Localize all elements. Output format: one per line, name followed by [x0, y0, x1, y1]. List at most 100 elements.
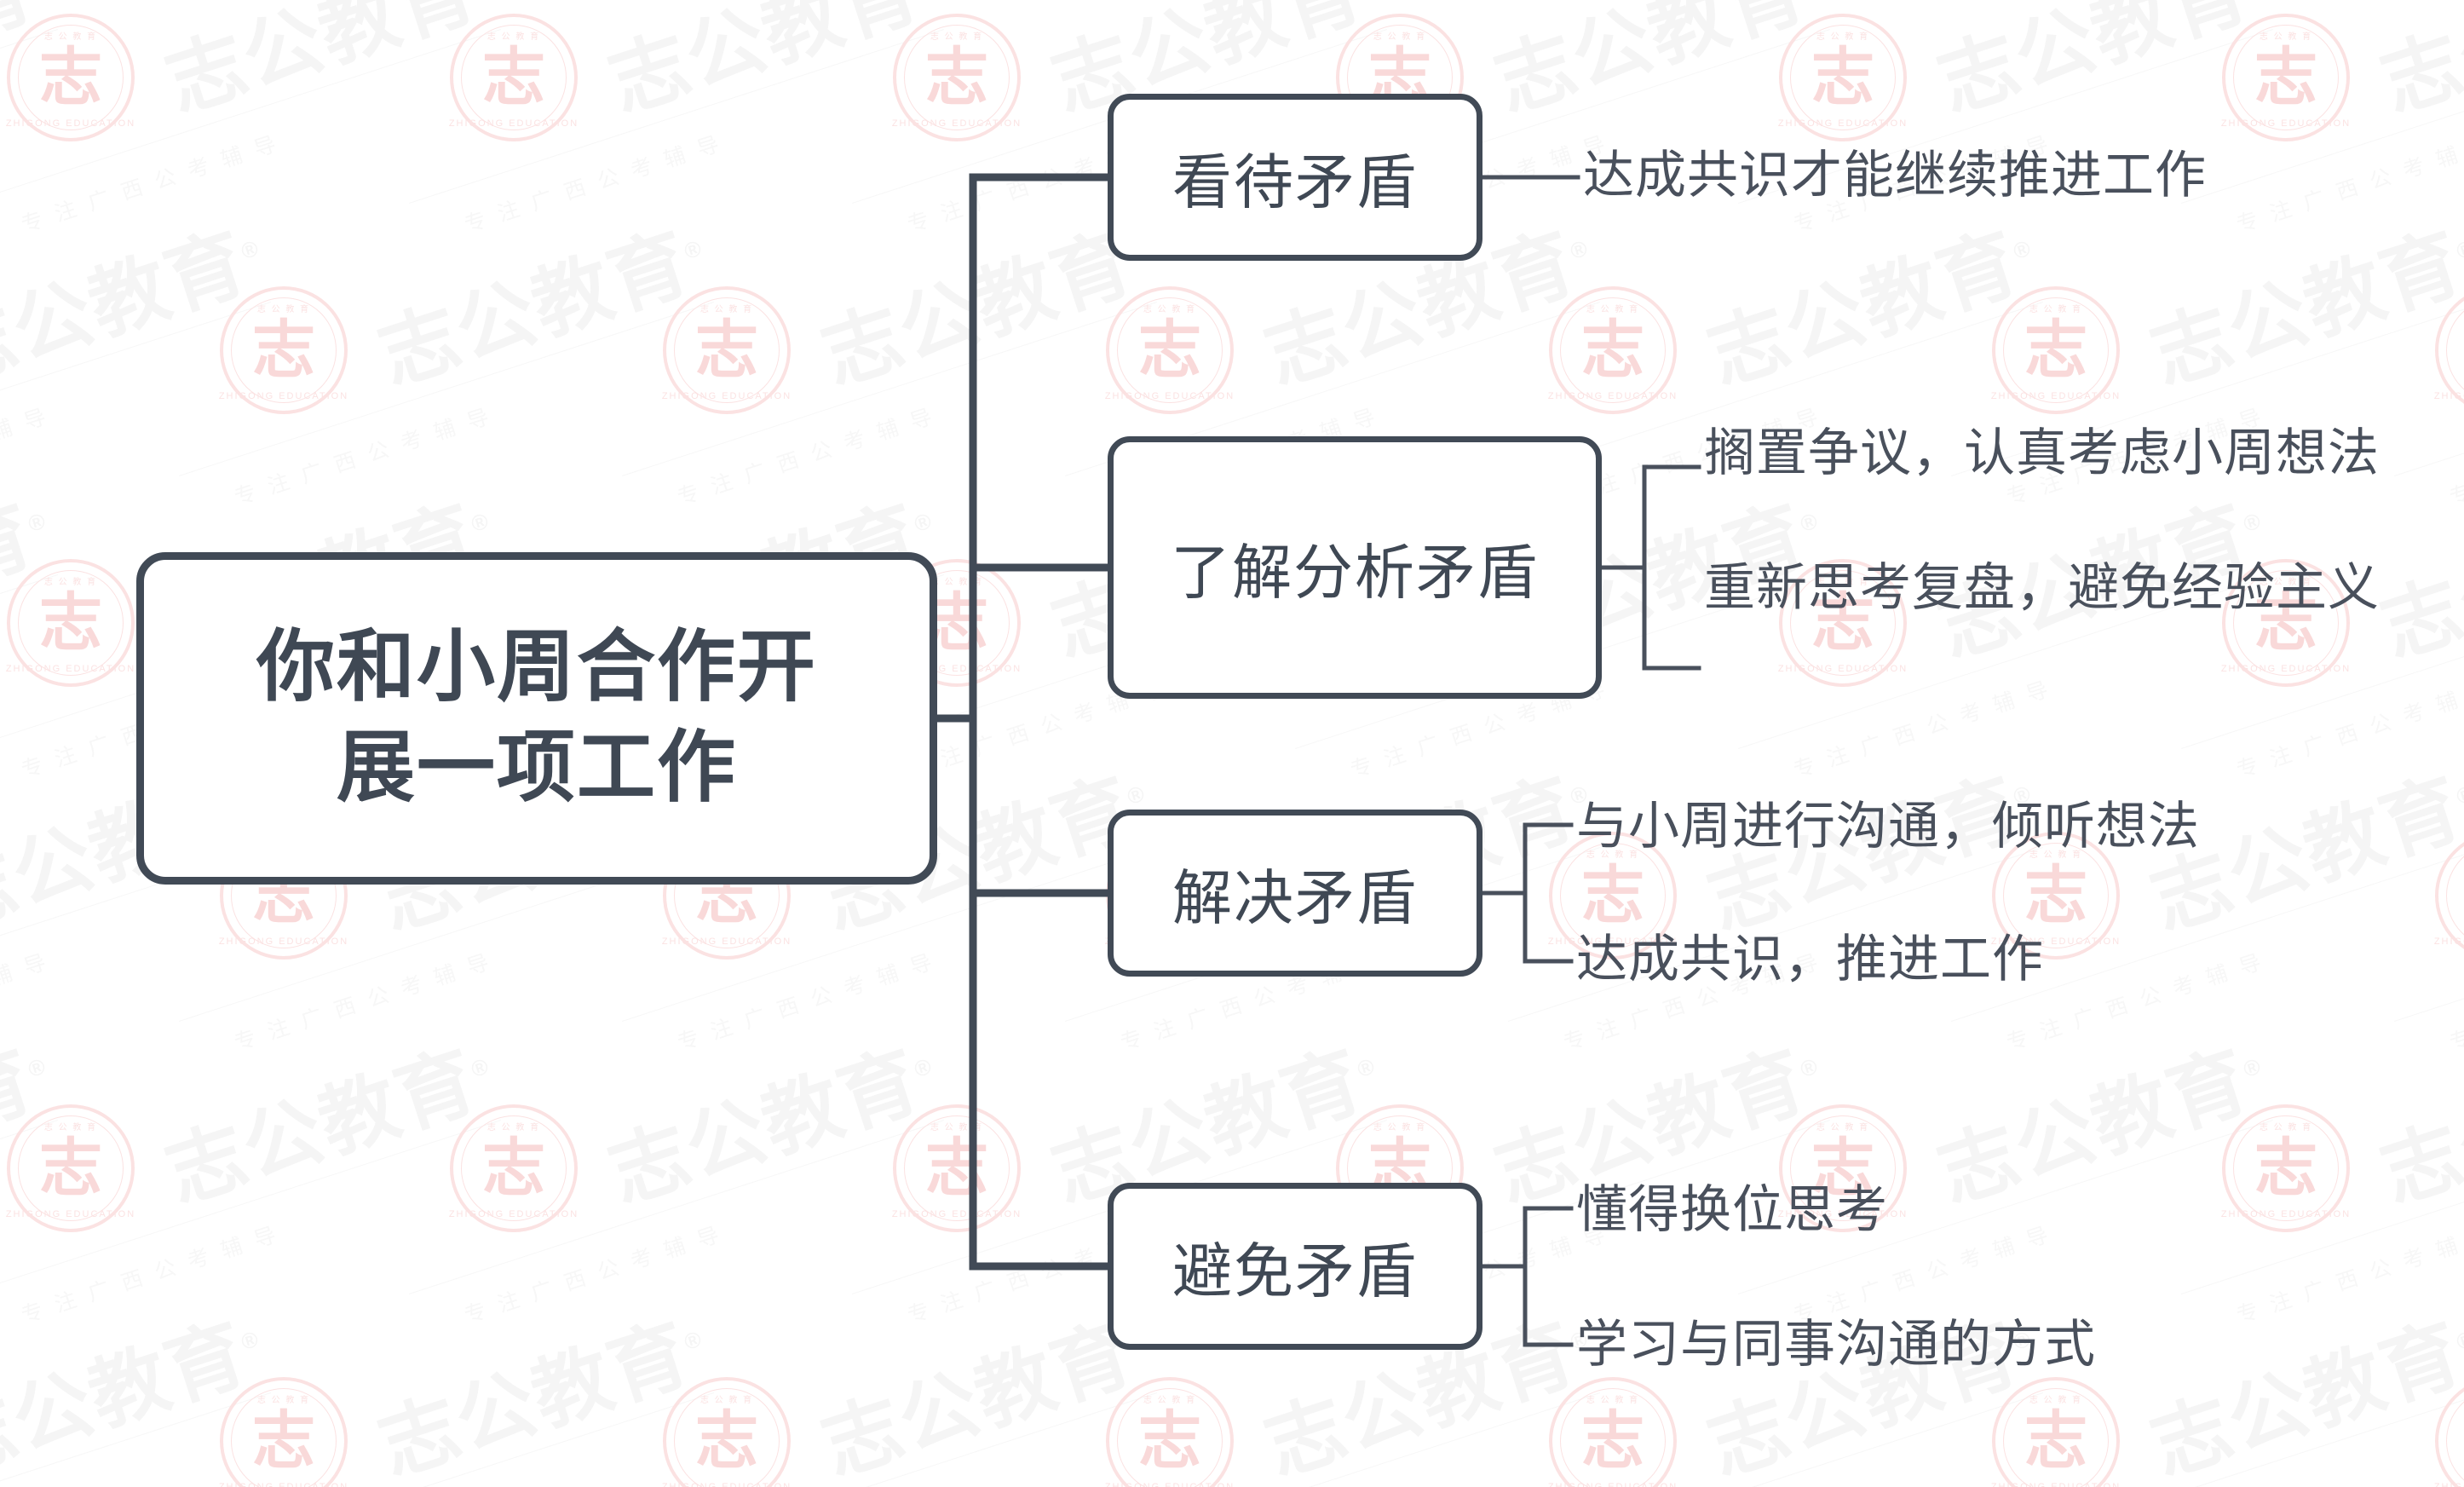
watermark-brand-text: 志公教育® — [1928, 1036, 2265, 1219]
leaf-label-3-1[interactable]: 与小周进行沟通，倾听想法 — [1576, 798, 2200, 855]
root-node[interactable]: 你和小周合作开 展一项工作 — [136, 552, 937, 885]
watermark-seal-arc-bottom: ZHIGONG EDUCATION — [1990, 1482, 2121, 1487]
watermark-seal-arc-top: 志 公 教 育 — [43, 578, 98, 587]
watermark-seal-char: 志 — [2024, 1405, 2087, 1476]
watermark-seal-char: 志 — [482, 1133, 545, 1203]
watermark-rule — [1951, 1392, 2464, 1487]
watermark-seal-arc-bottom: ZHIGONG EDUCATION — [2433, 391, 2464, 401]
watermark-rule — [409, 29, 945, 204]
watermark-rule — [0, 574, 59, 749]
branch-node-4[interactable]: 避免矛盾 — [1108, 1183, 1482, 1350]
watermark-seal-arc-bottom: ZHIGONG EDUCATION — [218, 937, 349, 947]
watermark-tagline: 专注广西公考辅导 — [231, 401, 505, 510]
watermark-seal-arc-top: 志 公 教 育 — [1816, 32, 1870, 42]
watermark-registered-mark: ® — [2240, 507, 2265, 538]
watermark-registered-mark: ® — [2453, 780, 2464, 810]
watermark-registered-mark: ® — [2453, 1325, 2464, 1356]
watermark-seal-arc-top: 志 公 教 育 — [2259, 32, 2313, 42]
watermark-seal-arc-bottom: ZHIGONG EDUCATION — [2433, 1482, 2464, 1487]
watermark-seal-arc-bottom: ZHIGONG EDUCATION — [2220, 664, 2352, 674]
watermark-rule — [179, 1392, 715, 1487]
watermark-seal-arc-top: 志 公 教 育 — [930, 578, 984, 587]
branch-node-2[interactable]: 了解分析矛盾 — [1108, 436, 1602, 699]
watermark-brand-text: 志公教育® — [2371, 0, 2464, 128]
watermark-tagline: 专注广西公考辅导 — [2233, 673, 2464, 783]
watermark-tagline: 专注广西公考辅导 — [461, 128, 735, 238]
watermark-seal-arc-bottom: ZHIGONG EDUCATION — [5, 1209, 136, 1219]
watermark-tagline: 专注广西公考辅导 — [674, 401, 948, 510]
watermark-seal-char: 志 — [252, 314, 315, 385]
leaf-label-4-2[interactable]: 学习与同事沟通的方式 — [1576, 1316, 2096, 1373]
watermark-tagline: 专注广西公考辅导 — [2446, 401, 2464, 510]
watermark-seal-arc-top: 志 公 教 育 — [1143, 305, 1197, 314]
watermark-brand-text: 志公教育® — [2135, 1284, 2464, 1487]
watermark-seal-arc-top: 志 公 教 育 — [256, 305, 311, 314]
watermark-seal-char: 志 — [695, 1405, 758, 1476]
leaf-label-2-1[interactable]: 搁置争议，认真考虑小周想法 — [1704, 424, 2380, 481]
branch-node-3[interactable]: 解决矛盾 — [1108, 810, 1482, 977]
watermark-seal-arc-top: 志 公 教 育 — [486, 1123, 541, 1133]
watermark-seal-arc-bottom: ZHIGONG EDUCATION — [1104, 391, 1235, 401]
watermark-registered-mark: ® — [681, 234, 706, 265]
watermark-registered-mark: ® — [911, 1052, 936, 1083]
watermark-seal-arc-bottom: ZHIGONG EDUCATION — [448, 118, 579, 129]
leaf-label-1-1[interactable]: 达成共识才能继续推进工作 — [1583, 147, 2207, 204]
watermark-rule — [622, 1392, 1158, 1487]
watermark-rule — [0, 1392, 272, 1487]
watermark-seal-char: 志 — [1581, 860, 1644, 931]
watermark-rule — [0, 29, 502, 204]
watermark-tagline: 专注广西公考辅导 — [2233, 128, 2464, 238]
watermark-tagline: 专注广西公考辅导 — [18, 128, 292, 238]
watermark-rule — [2181, 29, 2464, 204]
watermark-seal-arc-bottom: ZHIGONG EDUCATION — [218, 391, 349, 401]
watermark-seal-char: 志 — [2024, 314, 2087, 385]
branch-node-4-label: 避免矛盾 — [1172, 1237, 1418, 1305]
leaf-label-2-2[interactable]: 重新思考复盘，避免经验主义 — [1704, 559, 2380, 616]
watermark-seal-arc-bottom: ZHIGONG EDUCATION — [1547, 1482, 1678, 1487]
watermark-seal-char: 志 — [2024, 860, 2087, 931]
watermark-seal-char: 志 — [1811, 42, 1874, 112]
watermark-seal-arc-bottom: ZHIGONG EDUCATION — [218, 1482, 349, 1487]
watermark-registered-mark: ® — [468, 507, 493, 538]
watermark-tagline: 专注广西公考辅导 — [461, 1219, 735, 1329]
watermark-registered-mark: ® — [468, 1052, 493, 1083]
watermark-tagline: 专注广西公考辅导 — [1790, 673, 2064, 783]
watermark-rule — [409, 1120, 945, 1294]
watermark-registered-mark: ® — [1797, 507, 1822, 538]
watermark-tagline: 专注广西公考辅导 — [18, 1219, 292, 1329]
watermark-rule — [622, 302, 1158, 476]
watermark-seal-icon: 志 公 教 育志 ZHIGONG EDUCATION — [218, 286, 349, 414]
watermark-seal-char: 志 — [695, 314, 758, 385]
watermark-seal-arc-top: 志 公 教 育 — [930, 1123, 984, 1133]
watermark-rule — [1065, 1392, 1601, 1487]
watermark-brand-text: 志公教育® — [369, 218, 706, 401]
leaf-label-4-1[interactable]: 懂得换位思考 — [1576, 1181, 1888, 1238]
leaf-label-3-2[interactable]: 达成共识，推进工作 — [1576, 931, 2044, 988]
watermark-seal-arc-bottom: ZHIGONG EDUCATION — [661, 937, 792, 947]
watermark-tagline: 专注广西公考辅导 — [0, 946, 62, 1056]
watermark-registered-mark: ® — [2010, 234, 2035, 265]
watermark-brand-text: 志公教育® — [369, 1309, 706, 1487]
watermark-seal-arc-bottom: ZHIGONG EDUCATION — [2220, 1209, 2352, 1219]
watermark-brand-text: 志公教育® — [1485, 0, 1817, 128]
watermark-seal-char: 志 — [1138, 314, 1201, 385]
watermark-seal-arc-top: 志 公 教 育 — [2029, 305, 2083, 314]
watermark-seal-arc-top: 志 公 教 育 — [1143, 1396, 1197, 1405]
watermark-registered-mark: ® — [25, 1052, 50, 1083]
branch-node-1[interactable]: 看待矛盾 — [1108, 94, 1482, 261]
watermark-seal-char: 志 — [1581, 314, 1644, 385]
